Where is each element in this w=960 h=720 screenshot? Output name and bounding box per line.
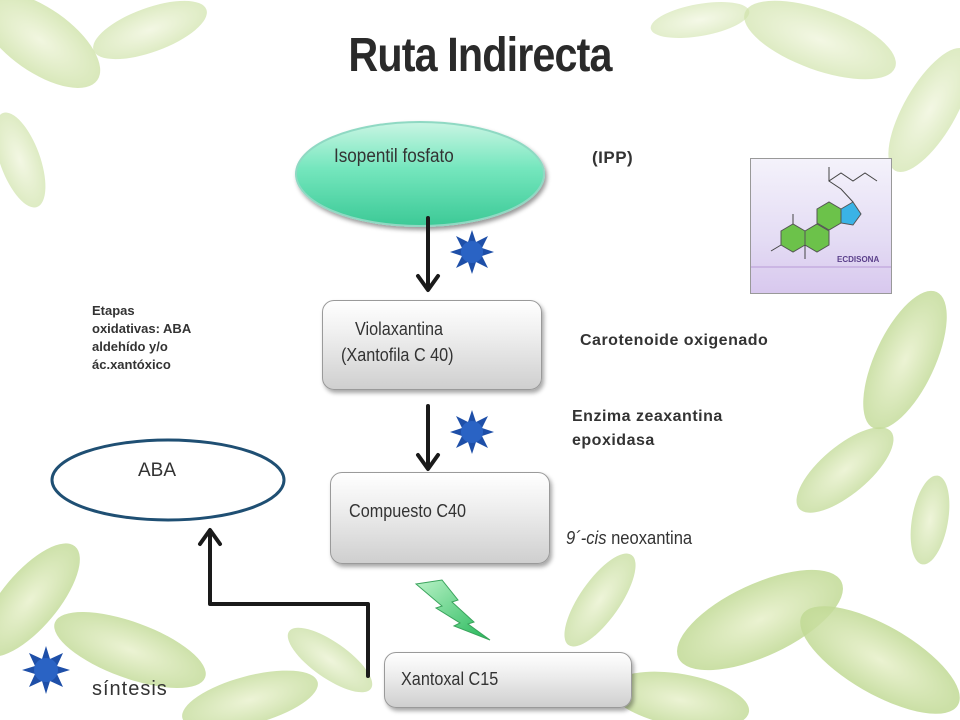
aba-label: ABA xyxy=(138,460,177,481)
violaxantina-sublabel: (Xantofila C 40) xyxy=(341,345,454,365)
neoxantina-note: 9´-cis neoxantina xyxy=(566,528,692,549)
legend-star-icon xyxy=(22,646,70,694)
ipp-oval xyxy=(295,121,545,227)
xantoxal-c15-label: Xantoxal C15 xyxy=(401,669,499,689)
xantoxal-c15-box: Xantoxal C15 xyxy=(384,652,632,708)
synthesis-star-icon-2 xyxy=(450,410,494,454)
compuesto-c40-label: Compuesto C40 xyxy=(349,501,467,521)
enzima-note-line1: Enzima zeaxantina xyxy=(572,408,723,425)
green-lightning-icon xyxy=(414,579,491,641)
etapas-line: aldehído y/o xyxy=(92,339,168,354)
ecdisona-molecule-image: ECDISONA xyxy=(750,158,892,294)
etapas-line: oxidativas: ABA xyxy=(92,321,192,336)
slide-title: Ruta Indirecta xyxy=(348,29,612,82)
ipp-oval-label: Isopentil fosfato xyxy=(334,146,454,167)
legend-label: síntesis xyxy=(92,678,168,700)
neoxantina-suffix: neoxantina xyxy=(606,528,693,548)
violaxantina-label: Violaxantina xyxy=(355,319,443,339)
enzima-note-line2: epoxidasa xyxy=(572,432,655,449)
molecule-label: ECDISONA xyxy=(837,255,880,264)
compuesto-c40-box: Compuesto C40 xyxy=(330,472,550,564)
etapas-line: ác.xantóxico xyxy=(92,357,171,372)
neoxantina-cis: cis xyxy=(586,528,607,548)
etapas-note: Etapas oxidativas: ABA aldehído y/o ác.x… xyxy=(92,302,191,374)
neoxantina-prefix: 9´- xyxy=(566,528,587,548)
etapas-line: Etapas xyxy=(92,303,135,318)
aba-oval xyxy=(50,438,286,522)
violaxantina-box: Violaxantina (Xantofila C 40) xyxy=(322,300,542,390)
ipp-abbreviation: (IPP) xyxy=(592,148,634,167)
carotenoide-note: Carotenoide oxigenado xyxy=(580,332,769,349)
synthesis-star-icon-1 xyxy=(450,230,494,274)
